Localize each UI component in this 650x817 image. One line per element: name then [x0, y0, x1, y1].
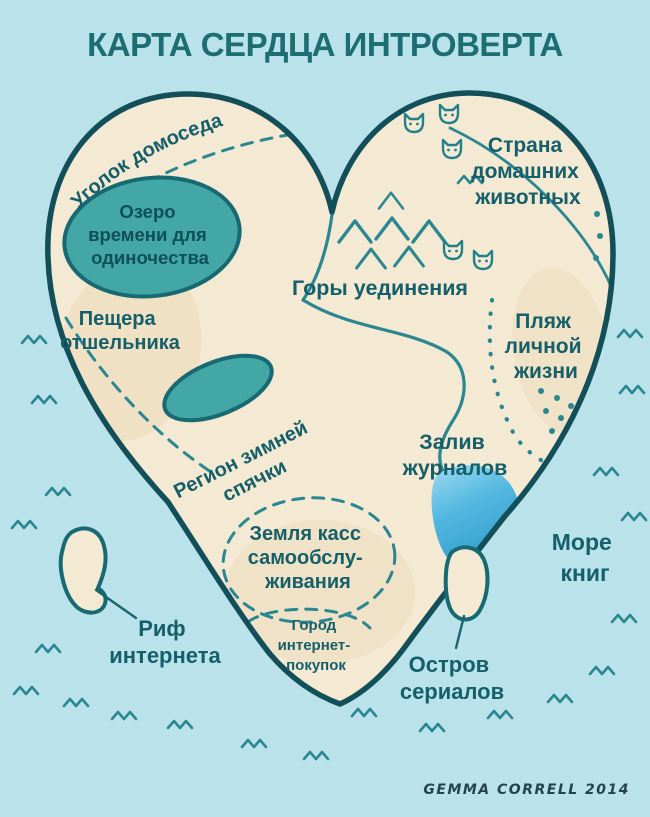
pets-border-dots: [593, 211, 603, 261]
label-hermit-cave: Пещера отшельника: [60, 308, 181, 354]
label-series-island: Остров сериалов: [400, 652, 504, 704]
tv-series-island: [443, 545, 490, 622]
label-magazines-bay: Залив журналов: [402, 430, 508, 480]
label-pets-land: Страна домашних животных: [471, 134, 584, 209]
solitude-lake: [62, 175, 242, 299]
label-books-sea: Море книг: [552, 529, 618, 586]
label-internet-reef: Риф интернета: [109, 616, 221, 668]
river: [301, 298, 449, 354]
river: [301, 213, 334, 302]
label-private-life-beach: Пляж личной жизни: [505, 310, 588, 383]
label-solitude-lake: Озеро времени для одиночества: [88, 201, 212, 268]
sand-patch: [225, 520, 415, 664]
shopping-city-border: [246, 607, 372, 630]
label-online-shopping-city: Город интернет- покупок: [278, 617, 355, 674]
pets-land-border: [448, 126, 613, 288]
label-self-checkout-land: Земля касс самообслу- живания: [248, 523, 368, 593]
heart-interior: [58, 103, 613, 664]
label-solitude-mountains: Горы уединения: [292, 276, 468, 300]
reef-pointer-line: [94, 588, 138, 620]
map-title: КАРТА СЕРДЦА ИНТРОВЕРТА: [87, 26, 563, 63]
series-island-pointer-line: [454, 614, 466, 650]
internet-reef-island: [58, 526, 108, 615]
artist-signature: GEMMA CORRELL 2014: [423, 782, 630, 798]
river: [438, 350, 466, 482]
self-checkout-border: [221, 496, 397, 624]
hibernation-lake: [162, 353, 274, 423]
hermit-region-border: [64, 316, 216, 476]
